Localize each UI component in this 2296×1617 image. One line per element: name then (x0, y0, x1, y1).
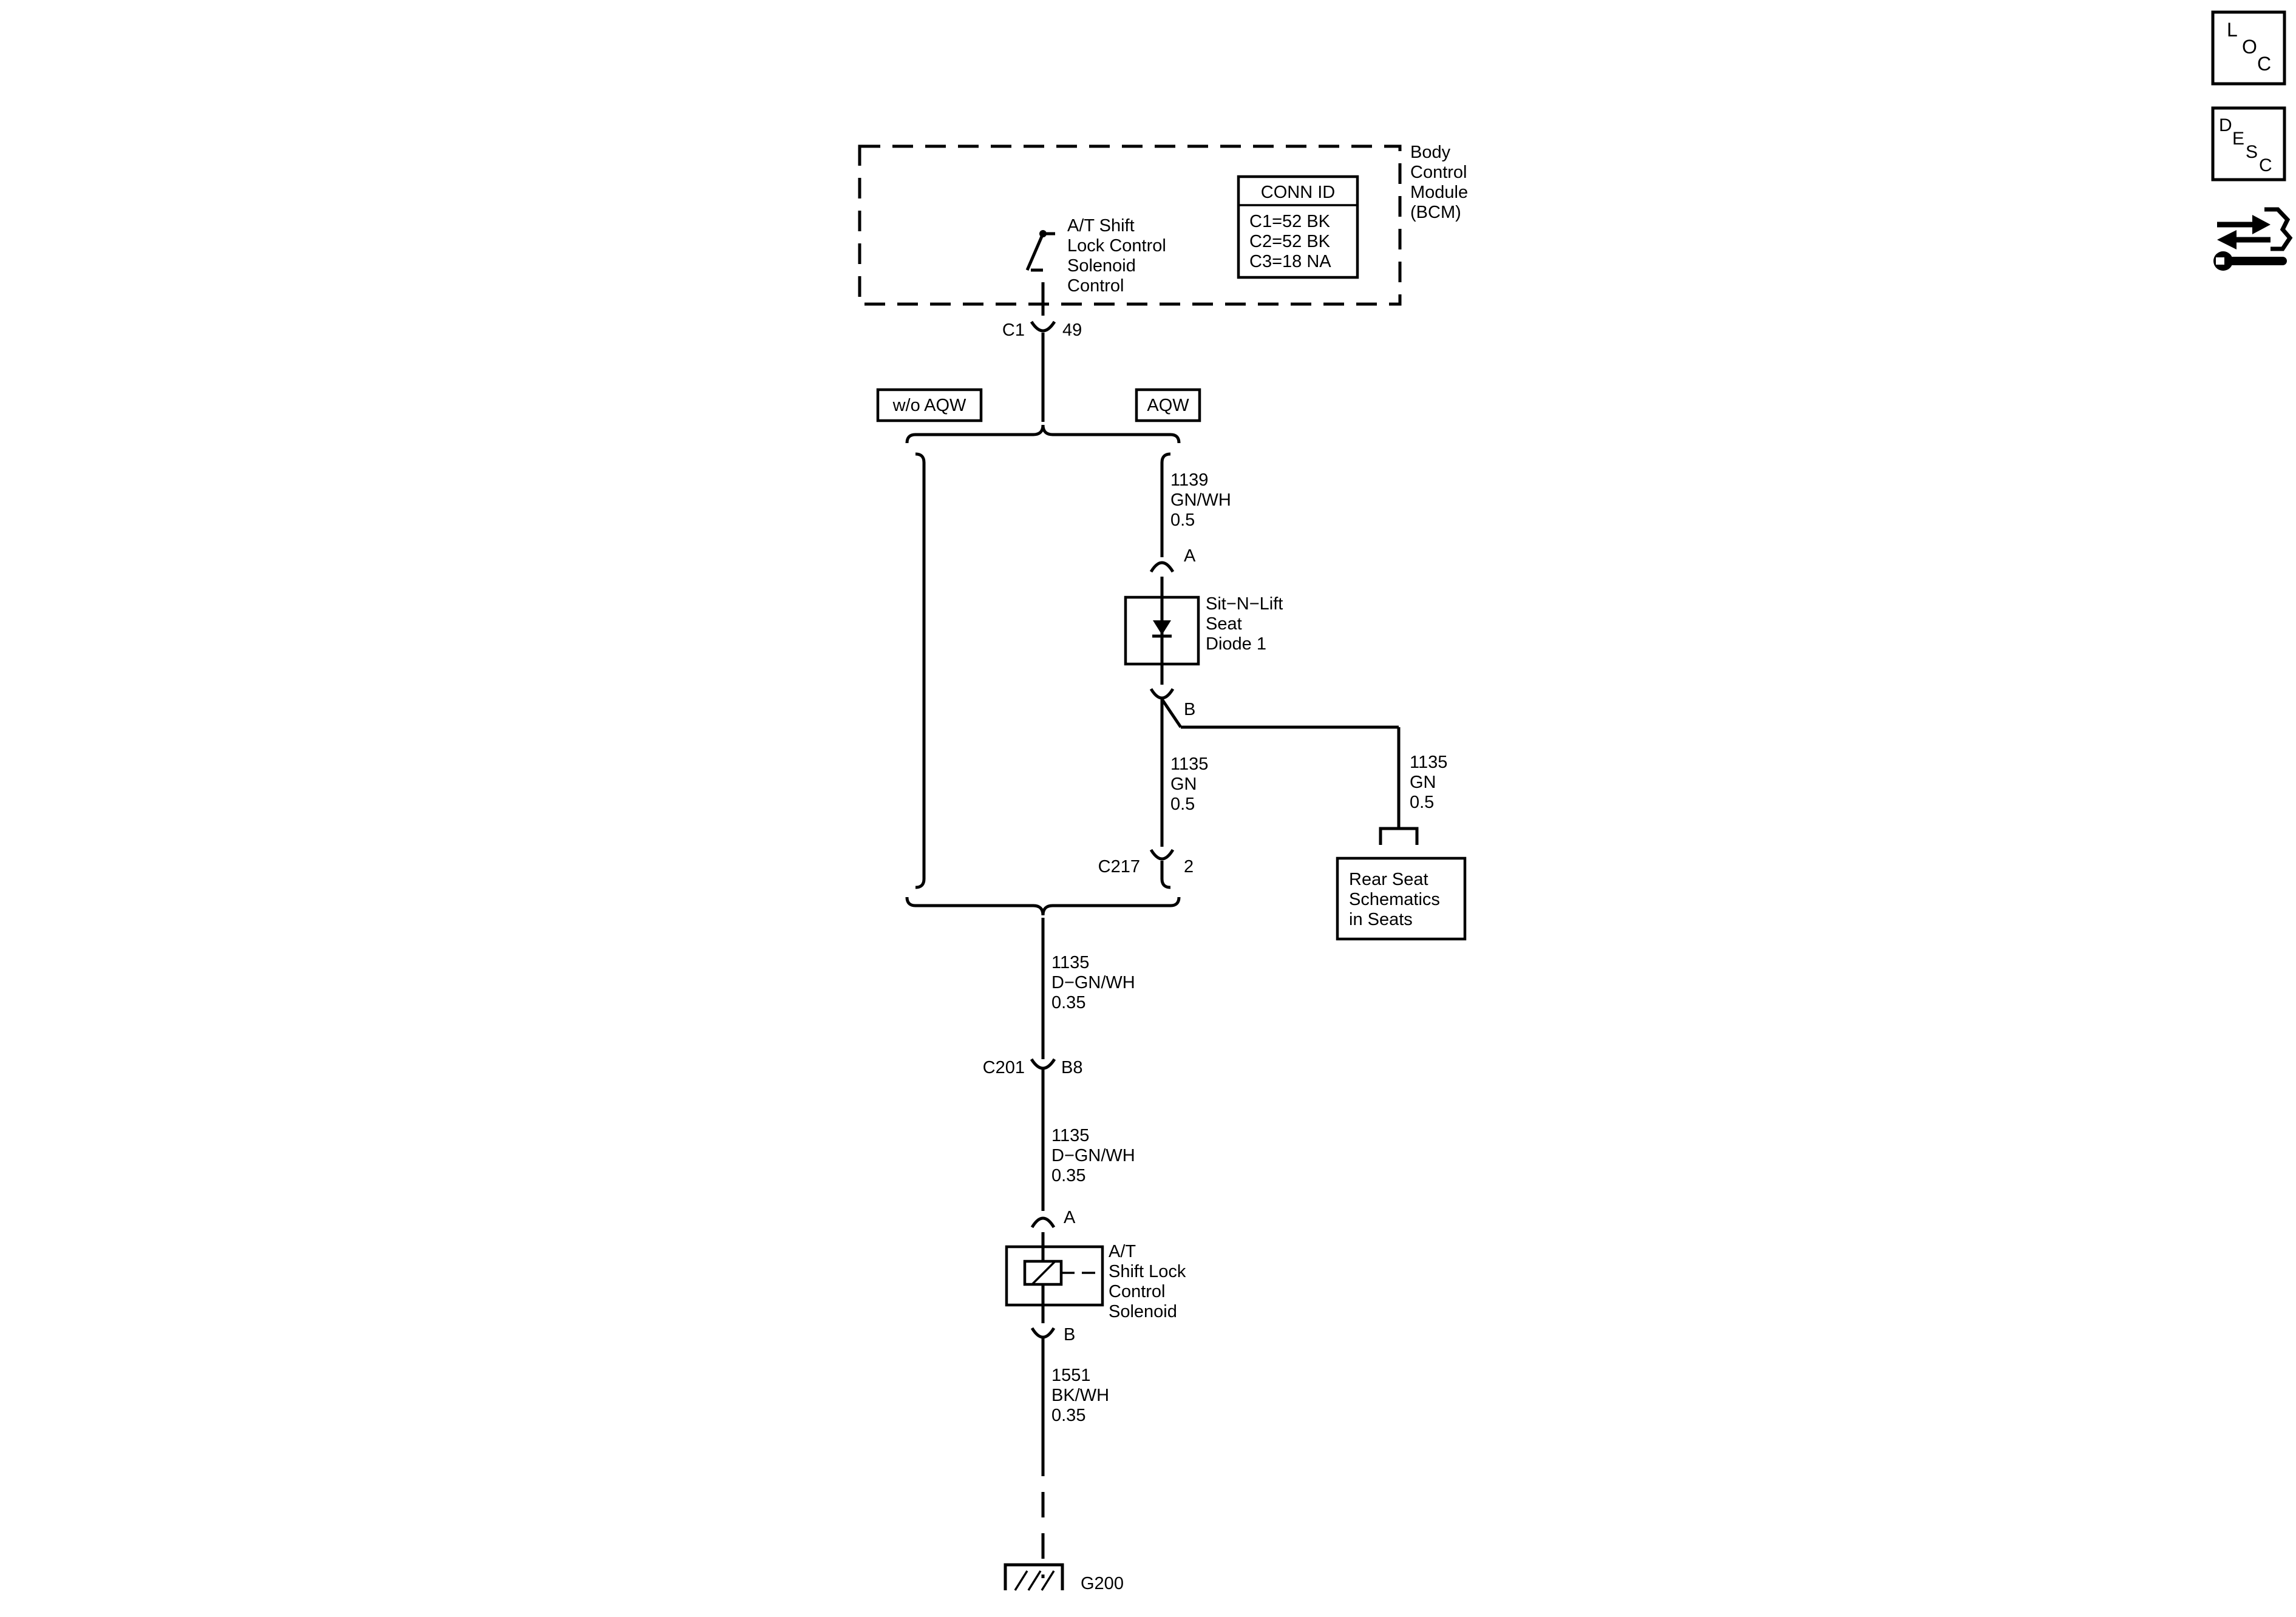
desc-button-letter-c: C (2259, 155, 2272, 175)
wire-1139-gauge: 0.5 (1170, 510, 1195, 530)
rear-seat-label-line2: Schematics (1349, 890, 1440, 909)
solenoid-pin-a: A (1064, 1208, 1076, 1227)
switch-label-line1: A/T Shift (1067, 216, 1135, 236)
bypass-wire (915, 452, 926, 889)
bcm-module: Body Control Module (BCM) CONN ID C1=52 … (858, 143, 1468, 306)
diode-symbol (1124, 595, 1200, 666)
desc-button-letter-s: S (2246, 142, 2258, 162)
desc-button[interactable]: D E S C (2211, 106, 2286, 181)
option-aqw-label: AQW (1147, 396, 1189, 415)
option-without-aqw-label: w/o AQW (892, 396, 966, 415)
wire-1135-d-color: D−GN/WH (1051, 1146, 1135, 1165)
c201-connector (1030, 1058, 1056, 1211)
diode-label-line3: Diode 1 (1206, 634, 1266, 654)
option-aqw: AQW (1135, 388, 1201, 422)
switch-label-line3: Solenoid (1067, 256, 1136, 276)
wire-1135-b-circuit: 1135 (1410, 753, 1447, 772)
conn-id-title: CONN ID (1261, 183, 1335, 202)
solenoid-label-line3: Control (1109, 1282, 1166, 1301)
wire-1135-rear-seat (1160, 698, 1419, 845)
diode-connector-b (1149, 664, 1175, 700)
option-bracket-top (905, 424, 1181, 444)
wire-1135-a-circuit: 1135 (1170, 754, 1208, 774)
c1-connector (1030, 285, 1056, 422)
diode-label-line2: Seat (1206, 614, 1242, 634)
wire-1135-b-color: GN (1410, 773, 1436, 792)
bcm-name-line4: (BCM) (1410, 203, 1461, 222)
wire-1135-a-gauge: 0.5 (1170, 795, 1195, 814)
solenoid-label-line4: Solenoid (1109, 1302, 1177, 1321)
solenoid-connector-a (1030, 1216, 1056, 1247)
wire-1135-c-color: D−GN/WH (1051, 973, 1135, 992)
solenoid-symbol (1005, 1245, 1104, 1307)
c1-pin-label: 49 (1062, 320, 1082, 340)
solenoid-label-line1: A/T (1109, 1242, 1136, 1261)
ground-symbol (1004, 1563, 1064, 1591)
conn-id-row-1: C1=52 BK (1249, 212, 1331, 231)
solenoid-pin-b: B (1064, 1325, 1075, 1344)
desc-button-letter-e: E (2232, 129, 2244, 149)
conn-id-row-2: C2=52 BK (1249, 232, 1331, 251)
rear-seat-label-line1: Rear Seat (1349, 870, 1428, 889)
option-without-aqw: w/o AQW (876, 388, 983, 422)
ground-label: G200 (1081, 1574, 1124, 1593)
loc-button-letter-o: O (2242, 36, 2257, 58)
wire-1135-b-gauge: 0.5 (1410, 793, 1434, 812)
wire-1135-d-gauge: 0.35 (1051, 1166, 1085, 1185)
wire-1139-circuit: 1139 (1170, 470, 1208, 490)
switch-label-line2: Lock Control (1067, 236, 1166, 256)
diagnostic-tool-icon[interactable] (2210, 200, 2293, 279)
diode-pin-b: B (1184, 700, 1195, 719)
solenoid-connector-b (1030, 1305, 1056, 1339)
bcm-name-line1: Body (1410, 143, 1451, 162)
c1-connector-label: C1 (1002, 320, 1025, 340)
wire-1139-color: GN/WH (1170, 490, 1231, 510)
bcm-name-line2: Control (1410, 163, 1467, 182)
switch-label-line4: Control (1067, 276, 1124, 296)
c217-pin-label: 2 (1184, 857, 1194, 876)
wire-1139 (1160, 452, 1171, 557)
wire-1551-circuit: 1551 (1051, 1366, 1091, 1385)
c201-pin-label: B8 (1061, 1058, 1082, 1077)
wire-1551-color: BK/WH (1051, 1386, 1109, 1405)
diode-pin-a: A (1184, 546, 1196, 566)
c217-connector-label: C217 (1098, 857, 1140, 876)
wire-1551-gauge: 0.35 (1051, 1406, 1085, 1425)
diode-label-line1: Sit−N−Lift (1206, 594, 1283, 614)
option-bracket-bottom (905, 897, 1181, 916)
bcm-name-line3: Module (1410, 183, 1468, 202)
c201-connector-label: C201 (983, 1058, 1025, 1077)
rear-seat-reference-box (1336, 856, 1467, 941)
conn-id-row-3: C3=18 NA (1249, 252, 1331, 271)
rear-seat-label-line3: in Seats (1349, 910, 1413, 929)
desc-button-letter-d: D (2219, 115, 2232, 135)
loc-button-letter-c: C (2257, 53, 2271, 75)
wire-1135-a-color: GN (1170, 775, 1197, 794)
conn-id-table: CONN ID C1=52 BK C2=52 BK C3=18 NA (1237, 175, 1359, 279)
diode-connector-a (1149, 561, 1175, 598)
wire-1135-d-circuit: 1135 (1051, 1126, 1089, 1145)
c217-connector (1149, 825, 1175, 889)
loc-button[interactable]: L O C (2211, 10, 2286, 86)
solenoid-label-line2: Shift Lock (1109, 1262, 1186, 1281)
wire-1135-c-gauge: 0.35 (1051, 993, 1085, 1012)
loc-button-letter-l: L (2227, 19, 2238, 41)
wire-1135-c-circuit: 1135 (1051, 953, 1089, 972)
